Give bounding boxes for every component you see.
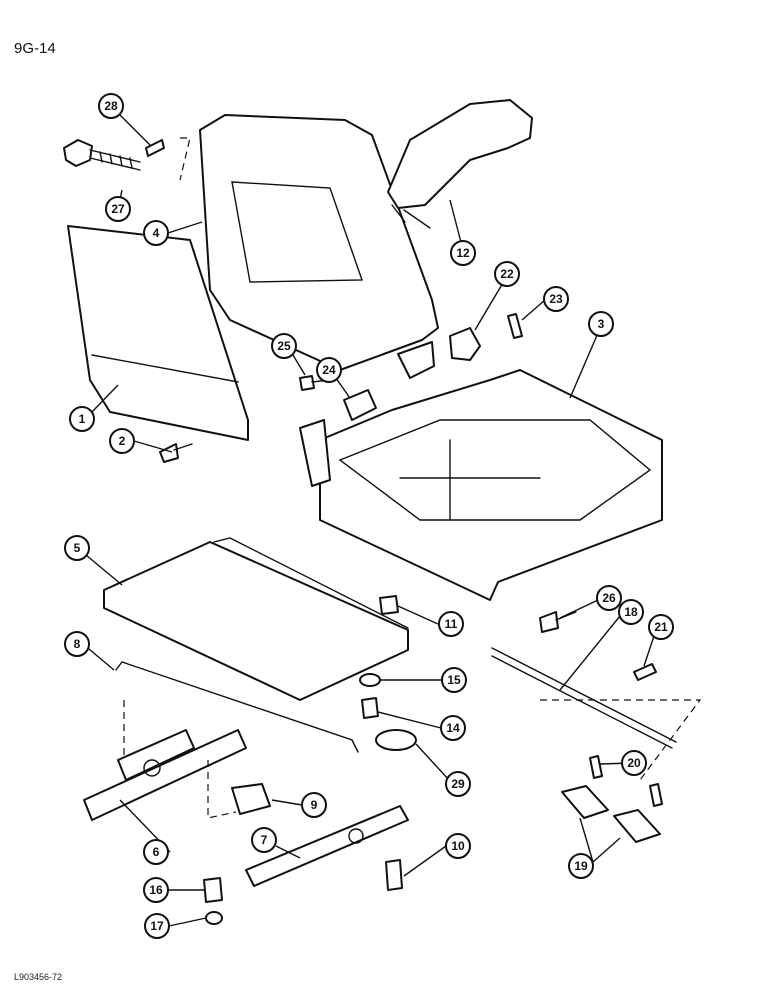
callout-6: 6 [143, 839, 169, 865]
svg-text:4: 4 [153, 226, 160, 240]
bolt-14 [361, 697, 379, 719]
svg-text:11: 11 [445, 617, 458, 631]
adjusting-knob [63, 139, 141, 171]
pin-23 [507, 313, 523, 339]
callout-5: 5 [64, 535, 90, 561]
svg-text:5: 5 [74, 541, 81, 555]
page-id: 9G-14 [14, 40, 56, 57]
callout-28: 28 [98, 93, 124, 119]
bolt-16 [203, 877, 223, 903]
callout-14: 14 [440, 715, 466, 741]
svg-text:7: 7 [261, 833, 268, 847]
callout-1: 1 [69, 406, 95, 432]
bolt-10 [385, 859, 403, 891]
callout-16: 16 [143, 877, 169, 903]
callout-17: 17 [144, 913, 170, 939]
svg-text:24: 24 [322, 363, 336, 377]
svg-text:26: 26 [602, 591, 616, 605]
release-rod [115, 661, 359, 753]
svg-text:17: 17 [150, 919, 164, 933]
callout-21: 21 [648, 614, 674, 640]
callout-29: 29 [445, 771, 471, 797]
slide-rail-left [83, 729, 247, 821]
svg-text:25: 25 [277, 339, 291, 353]
svg-text:2: 2 [119, 434, 126, 448]
callout-24: 24 [316, 357, 342, 383]
callout-15: 15 [441, 667, 467, 693]
callout-22: 22 [494, 261, 520, 287]
bracket-24 [343, 389, 377, 421]
adjuster-knob-22 [449, 327, 481, 361]
callout-7: 7 [251, 827, 277, 853]
callout-19: 19 [568, 853, 594, 879]
back-panel [67, 225, 249, 441]
pin-20 [589, 755, 663, 807]
plug-29 [375, 729, 417, 751]
callout-27: 27 [105, 196, 131, 222]
panel-screw [159, 443, 193, 463]
bushing-9 [231, 783, 271, 815]
svg-text:19: 19 [574, 859, 588, 873]
svg-text:14: 14 [446, 721, 460, 735]
callout-25: 25 [271, 333, 297, 359]
nut-17 [205, 911, 223, 925]
pin-21 [633, 663, 657, 681]
callout-10: 10 [445, 833, 471, 859]
svg-text:23: 23 [549, 292, 563, 306]
base-plate [103, 537, 409, 701]
svg-text:21: 21 [654, 620, 668, 634]
svg-text:20: 20 [627, 756, 641, 770]
svg-text:9: 9 [311, 798, 318, 812]
svg-text:29: 29 [451, 777, 465, 791]
callout-11: 11 [438, 611, 464, 637]
slide-rail-right [245, 805, 409, 887]
callout-26: 26 [596, 585, 622, 611]
svg-text:28: 28 [104, 99, 118, 113]
callout-18: 18 [618, 599, 644, 625]
callout-2: 2 [109, 428, 135, 454]
callout-4: 4 [143, 220, 169, 246]
svg-text:15: 15 [447, 673, 461, 687]
svg-text:3: 3 [598, 317, 605, 331]
screw-26 [539, 611, 577, 633]
callout-20: 20 [621, 750, 647, 776]
svg-text:12: 12 [456, 246, 470, 260]
callout-3: 3 [588, 311, 614, 337]
seat-cushion [299, 369, 663, 601]
svg-text:18: 18 [624, 605, 638, 619]
threaded-rod [491, 647, 677, 749]
svg-text:6: 6 [153, 845, 160, 859]
svg-text:1: 1 [79, 412, 86, 426]
armrest [387, 99, 533, 229]
bracket-19 [561, 785, 661, 843]
drawing-id: L903456-72 [14, 972, 63, 982]
nut-11 [379, 595, 399, 615]
callout-8: 8 [64, 631, 90, 657]
seat-back-cushion [199, 114, 439, 379]
svg-text:10: 10 [451, 839, 465, 853]
svg-text:22: 22 [500, 267, 514, 281]
svg-text:8: 8 [74, 637, 81, 651]
svg-text:27: 27 [111, 202, 125, 216]
callout-23: 23 [543, 286, 569, 312]
roll-pin-28 [145, 139, 165, 157]
callout-12: 12 [450, 240, 476, 266]
callout-9: 9 [301, 792, 327, 818]
svg-text:16: 16 [149, 883, 163, 897]
washer-15 [359, 673, 381, 687]
